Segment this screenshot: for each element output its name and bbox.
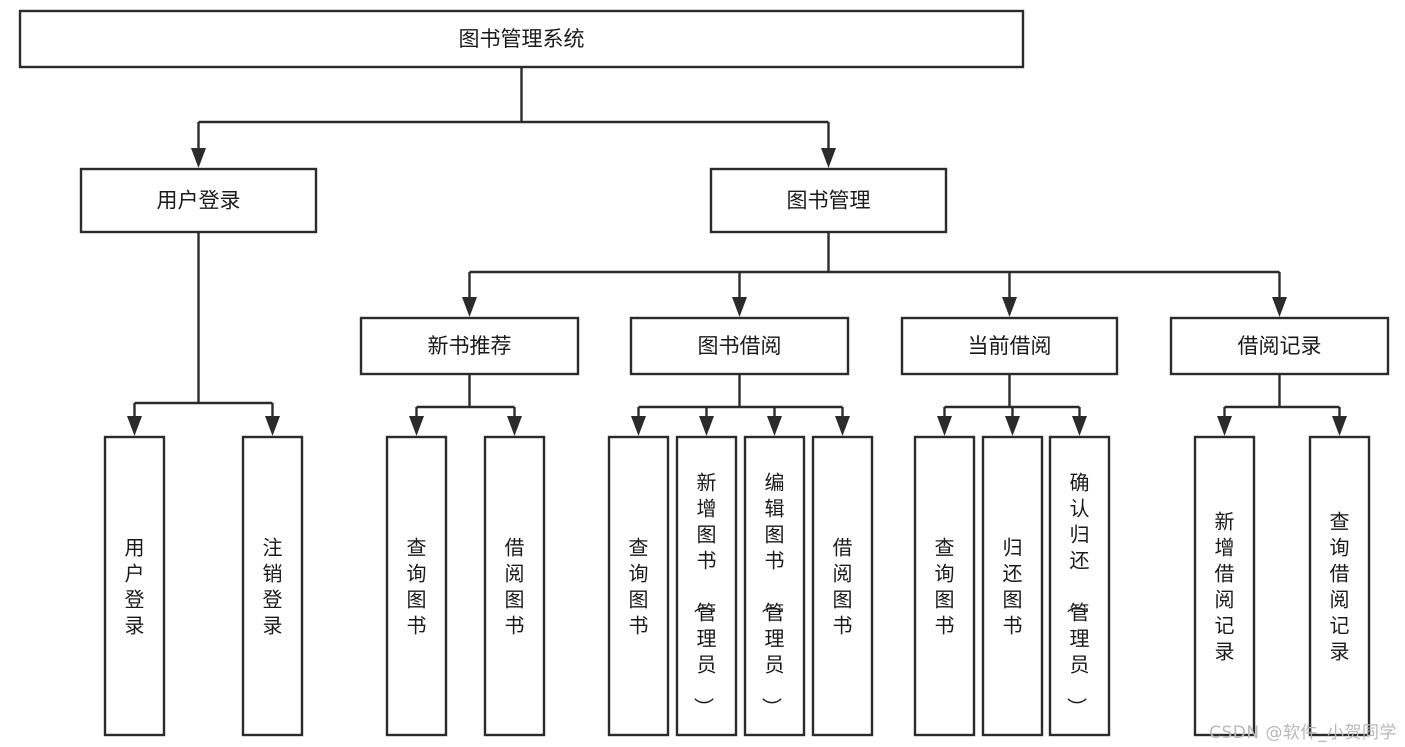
node-label-leaf-logout: 注销登录 (263, 535, 283, 637)
node-book-borrow[interactable]: 图书借阅 (629, 316, 850, 376)
node-label-leaf-add-book: 新增图书（管理员） (692, 470, 717, 717)
node-box-leaf-borrow-book-1[interactable] (483, 435, 546, 737)
node-box-leaf-query-book-3[interactable] (913, 435, 976, 737)
node-new-book-rec[interactable]: 新书推荐 (359, 316, 580, 376)
node-leaf-query-book-1[interactable]: 查询图书 (385, 435, 448, 737)
node-label-leaf-query-record: 查询借阅记录 (1330, 509, 1350, 663)
node-box-book-borrow[interactable] (629, 316, 850, 376)
node-label-leaf-user-login: 用户登录 (125, 535, 145, 637)
node-label-leaf-return-book: 归还图书 (1003, 535, 1023, 637)
node-leaf-borrow-book-1[interactable]: 借阅图书 (483, 435, 546, 737)
node-borrow-record[interactable]: 借阅记录 (1169, 316, 1390, 376)
node-leaf-confirm-return[interactable]: 确认归还（管理员） (1048, 435, 1111, 737)
connector-group-book-borrow (631, 374, 850, 436)
node-leaf-add-record[interactable]: 新增借阅记录 (1193, 435, 1256, 737)
connectors-layer (127, 67, 1347, 436)
node-box-root[interactable] (18, 9, 1025, 69)
connector-group-root (191, 67, 836, 168)
node-box-leaf-add-record[interactable] (1193, 435, 1256, 737)
node-label-borrow-record: 借阅记录 (1238, 334, 1322, 358)
node-box-leaf-user-login[interactable] (103, 435, 166, 737)
node-box-current-borrow[interactable] (900, 316, 1119, 376)
node-box-leaf-query-record[interactable] (1308, 435, 1371, 737)
node-label-book-manage: 图书管理 (787, 189, 871, 213)
csdn-watermark: CSDN @软件_小贺同学 (1209, 723, 1397, 743)
connector-group-borrow-record (1217, 374, 1347, 436)
node-label-leaf-query-book-2: 查询图书 (629, 535, 649, 637)
connector-group-book-manage (462, 232, 1287, 317)
node-label-leaf-edit-book: 编辑图书（管理员） (760, 470, 785, 717)
node-label-current-borrow: 当前借阅 (968, 334, 1052, 358)
node-box-leaf-query-book-2[interactable] (607, 435, 670, 737)
node-label-leaf-borrow-book-1: 借阅图书 (505, 535, 525, 637)
node-label-book-borrow: 图书借阅 (698, 334, 782, 358)
node-leaf-logout[interactable]: 注销登录 (241, 435, 304, 737)
node-box-leaf-add-book[interactable] (675, 435, 738, 737)
node-box-leaf-return-book[interactable] (981, 435, 1044, 737)
node-box-leaf-query-book-1[interactable] (385, 435, 448, 737)
node-leaf-add-book[interactable]: 新增图书（管理员） (675, 435, 738, 737)
node-leaf-query-book-2[interactable]: 查询图书 (607, 435, 670, 737)
node-box-leaf-borrow-book-2[interactable] (811, 435, 874, 737)
node-label-root: 图书管理系统 (459, 27, 585, 51)
node-box-borrow-record[interactable] (1169, 316, 1390, 376)
node-box-leaf-confirm-return[interactable] (1048, 435, 1111, 737)
node-box-book-manage[interactable] (709, 167, 948, 234)
node-label-leaf-confirm-return: 确认归还（管理员） (1065, 470, 1090, 717)
node-leaf-return-book[interactable]: 归还图书 (981, 435, 1044, 737)
node-book-manage[interactable]: 图书管理 (709, 167, 948, 234)
node-leaf-borrow-book-2[interactable]: 借阅图书 (811, 435, 874, 737)
node-label-new-book-rec: 新书推荐 (428, 334, 512, 358)
node-label-user-login: 用户登录 (157, 189, 241, 213)
node-box-user-login[interactable] (79, 167, 318, 234)
nodes-layer: 图书管理系统用户登录图书管理新书推荐图书借阅当前借阅借阅记录用户登录注销登录查询… (18, 9, 1390, 737)
node-current-borrow[interactable]: 当前借阅 (900, 316, 1119, 376)
node-box-leaf-logout[interactable] (241, 435, 304, 737)
node-leaf-query-record[interactable]: 查询借阅记录 (1308, 435, 1371, 737)
connector-group-user-login (127, 232, 280, 436)
node-label-leaf-borrow-book-2: 借阅图书 (833, 535, 853, 637)
connector-group-new-book-rec (409, 374, 522, 436)
node-user-login[interactable]: 用户登录 (79, 167, 318, 234)
node-leaf-user-login[interactable]: 用户登录 (103, 435, 166, 737)
node-root[interactable]: 图书管理系统 (18, 9, 1025, 69)
node-box-new-book-rec[interactable] (359, 316, 580, 376)
node-leaf-edit-book[interactable]: 编辑图书（管理员） (743, 435, 806, 737)
node-leaf-query-book-3[interactable]: 查询图书 (913, 435, 976, 737)
node-box-leaf-edit-book[interactable] (743, 435, 806, 737)
node-label-leaf-add-record: 新增借阅记录 (1215, 509, 1235, 663)
node-label-leaf-query-book-1: 查询图书 (407, 535, 427, 637)
node-label-leaf-query-book-3: 查询图书 (935, 535, 955, 637)
connector-group-current-borrow (937, 374, 1087, 436)
